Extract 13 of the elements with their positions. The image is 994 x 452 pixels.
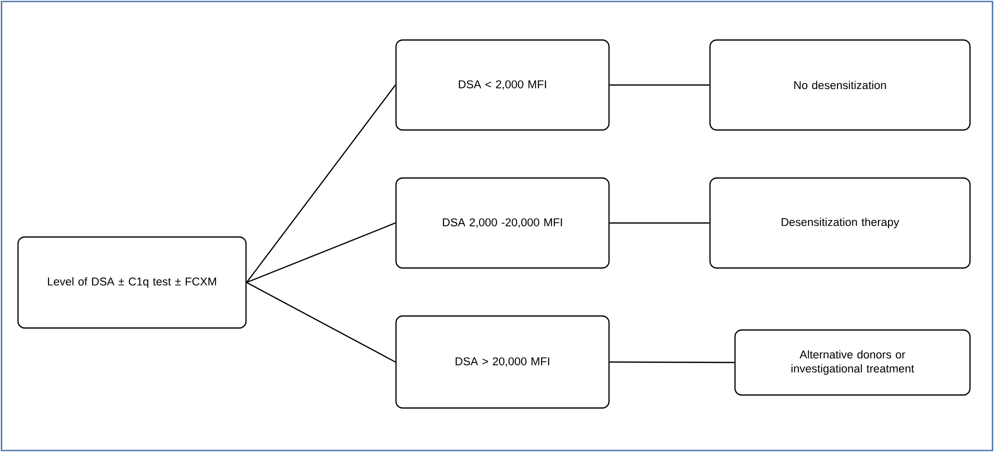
connector-line [610, 361, 734, 364]
connector-line [610, 222, 710, 224]
process-box: DSA 2,000 -20,000 MFI [395, 177, 610, 269]
process-box: No desensitization [709, 39, 971, 131]
process-box: DSA < 2,000 MFI [395, 39, 610, 131]
connector-line [246, 282, 396, 363]
process-box: Alternative donors or investigational treatment [734, 329, 971, 396]
connector-line [610, 84, 710, 86]
process-box: Level of DSA ± C1q test ± FCXM [17, 236, 247, 329]
connector-line [246, 84, 396, 283]
process-box: DSA > 20,000 MFI [395, 315, 610, 409]
process-box: Desensitization therapy [709, 177, 971, 269]
connector-line [246, 222, 396, 284]
